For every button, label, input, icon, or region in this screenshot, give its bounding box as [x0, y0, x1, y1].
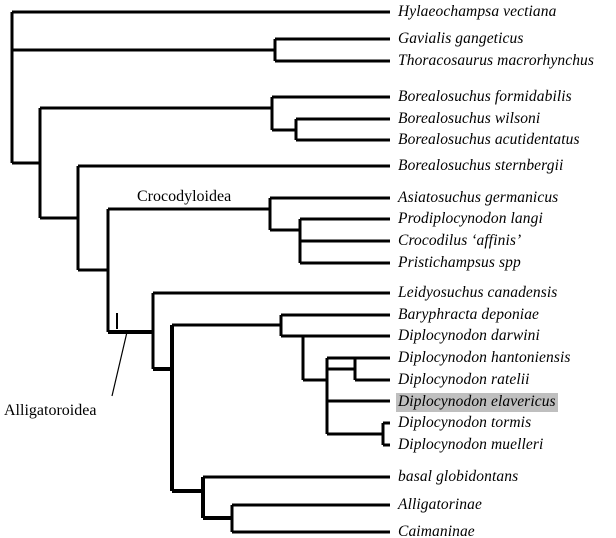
taxon-label: Borealosuchus sternbergii [398, 157, 564, 174]
taxon-label: Borealosuchus wilsoni [398, 110, 541, 127]
taxon-label: basal globidontans [398, 468, 519, 485]
taxon-label: Borealosuchus formidabilis [398, 88, 572, 105]
taxon-label: Diplocynodon tormis [398, 414, 532, 431]
taxon-label: Thoracosaurus macrorhynchus [398, 52, 595, 69]
taxon-label: Asiatosuchus germanicus [398, 189, 559, 206]
taxon-label: Crocodilus ‘affinis’ [398, 232, 522, 249]
clade-leader-lines [111, 331, 128, 397]
clade-label: Crocodyloidea [137, 188, 232, 205]
taxon-label: Borealosuchus acutidentatus [398, 131, 580, 148]
taxon-label: Baryphracta deponiae [398, 306, 540, 323]
taxon-label: Diplocynodon ratelii [398, 371, 530, 388]
taxon-label: Caimaninae [398, 523, 475, 538]
taxon-label: Gavialis gangeticus [398, 30, 524, 47]
branch-lines-horizontal [12, 10, 390, 534]
branch-lines-vertical [10, 12, 385, 532]
taxon-label: Diplocynodon darwini [398, 327, 540, 344]
clade-label: Alligatoroidea [4, 402, 97, 419]
taxon-label: Alligatorinae [398, 496, 482, 513]
taxon-label: Diplocynodon muelleri [398, 436, 544, 453]
taxon-label: Pristichampsus spp [398, 254, 521, 271]
taxon-label: Hylaeochampsa vectiana [398, 3, 557, 20]
taxon-label: Diplocynodon elavericus [396, 393, 558, 412]
clade-leader-line [111, 331, 128, 397]
taxon-label: Prodiplocynodon langi [398, 210, 543, 227]
taxon-label: Leidyosuchus canadensis [398, 284, 558, 301]
taxon-label: Diplocynodon hantoniensis [398, 349, 571, 366]
